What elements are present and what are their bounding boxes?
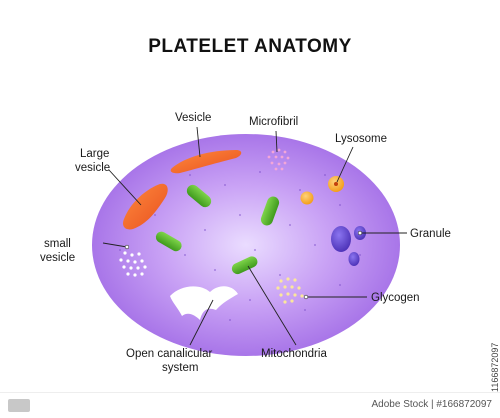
label-small-vesicle-line2: vesicle <box>40 252 75 264</box>
glycogen <box>276 277 304 304</box>
label-mitochondria: Mitochondria <box>261 348 327 360</box>
granule <box>331 226 351 252</box>
granule-3 <box>348 252 360 266</box>
label-large-vesicle-line2: vesicle <box>75 162 110 174</box>
label-vesicle: Vesicle <box>175 112 211 124</box>
vesicle <box>170 150 242 174</box>
label-lysosome: Lysosome <box>335 133 387 145</box>
stock-logo-icon <box>8 399 30 412</box>
side-image-id: 1166872097 <box>490 342 500 392</box>
leader-dots <box>124 230 363 300</box>
stock-id: Adobe Stock | #166872097 <box>371 399 492 410</box>
label-glycogen: Glycogen <box>371 292 420 304</box>
label-microfibril: Microfibril <box>249 116 298 128</box>
label-ocs-line2: system <box>162 362 198 374</box>
small-vesicles <box>119 251 147 277</box>
large-vesicle <box>123 183 168 230</box>
stock-footer: Adobe Stock | #166872097 <box>0 392 500 418</box>
label-small-vesicle-line1: small <box>44 238 71 250</box>
mitochondria-group <box>155 184 280 275</box>
lysosome-small <box>300 191 314 205</box>
leader-lines <box>102 126 407 346</box>
diagram-title: PLATELET ANATOMY <box>148 36 352 57</box>
open-canalicular-system <box>170 286 238 320</box>
label-granule: Granule <box>410 228 451 240</box>
label-large-vesicle-line1: Large <box>80 148 109 160</box>
label-ocs-line1: Open canalicular <box>126 348 212 360</box>
microfibril <box>267 148 290 171</box>
platelet-cell <box>92 134 400 356</box>
